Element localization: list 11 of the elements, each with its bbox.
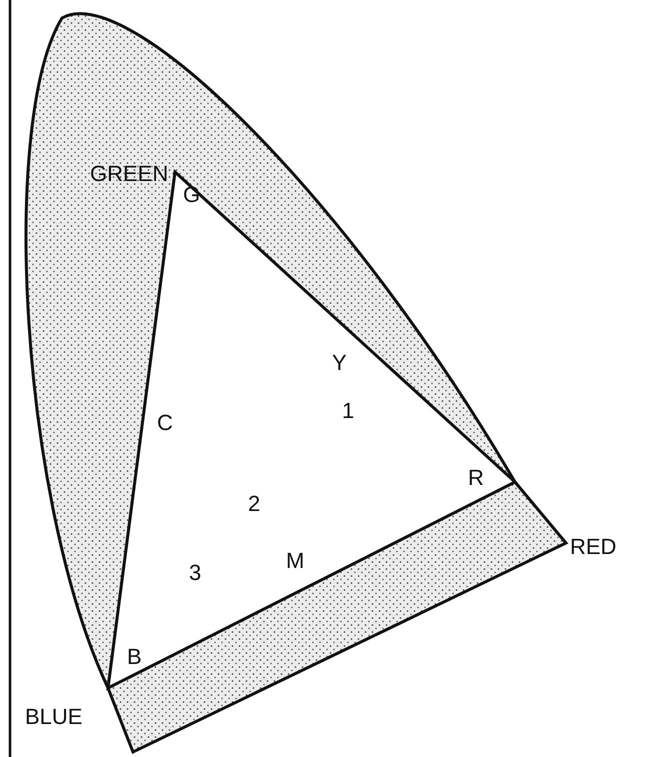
hue-letter: C (157, 412, 173, 434)
region-label: RED (570, 536, 616, 558)
vertex-letter: B (127, 646, 142, 668)
point-number: 2 (248, 493, 260, 515)
hue-letter: Y (332, 352, 347, 374)
point-number: 3 (189, 562, 202, 584)
region-label: GREEN (90, 163, 168, 185)
point-number: 1 (342, 400, 354, 422)
region-label: BLUE (25, 706, 82, 728)
vertex-letter: R (468, 467, 484, 489)
hue-letter: M (286, 550, 304, 572)
